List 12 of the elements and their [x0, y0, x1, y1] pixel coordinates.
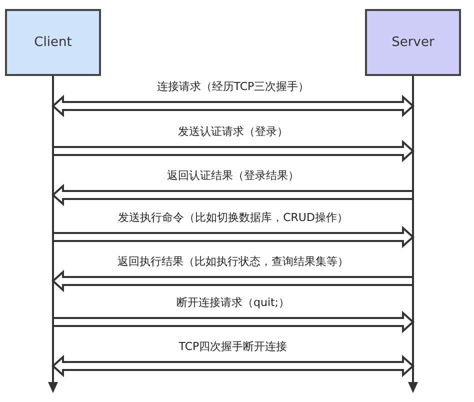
participant-label: Server — [392, 35, 434, 50]
participant-box — [5, 9, 101, 76]
message-arrow — [52, 184, 414, 206]
participant-label: Client — [34, 35, 72, 50]
participant-box — [365, 9, 461, 76]
edge-label: TCP四次握手断开连接 — [178, 340, 288, 353]
message-arrow — [52, 270, 414, 292]
message-arrow — [52, 94, 414, 118]
message-arrow — [52, 354, 414, 378]
message-arrow — [52, 140, 414, 162]
message-arrow — [52, 226, 414, 248]
message-arrow — [52, 310, 414, 334]
